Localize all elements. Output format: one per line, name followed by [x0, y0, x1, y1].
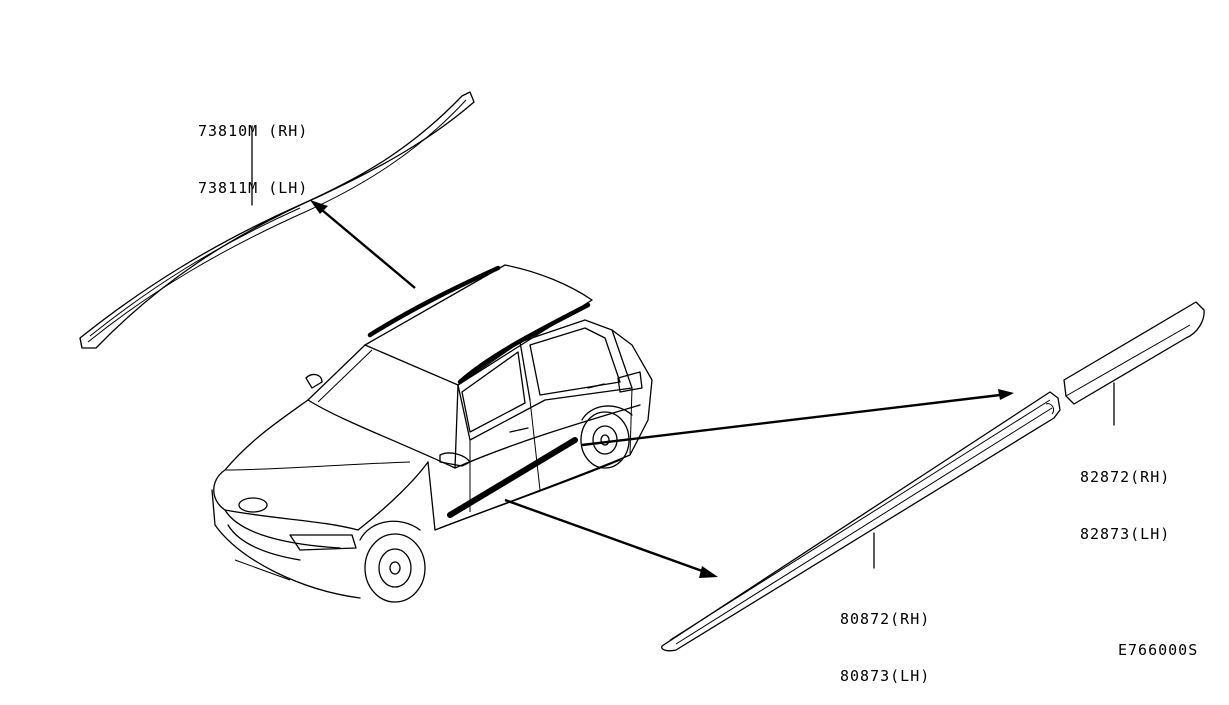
- drawing-code: E766000S: [1118, 641, 1199, 659]
- sill-molding-label-lh: 80873(LH): [840, 667, 931, 685]
- car-body: [211, 264, 653, 603]
- arrow-roof: [310, 200, 416, 289]
- door-molding-part-label: 82872(RH) 82873(LH): [1080, 430, 1170, 563]
- door-molding-label-rh: 82872(RH): [1080, 468, 1171, 486]
- roof-molding-highlight-rear: [457, 302, 591, 385]
- sill-molding-label-rh: 80872(RH): [840, 610, 931, 628]
- roof-rail-label-lh: 73811M (LH): [198, 179, 309, 197]
- parts-diagram: 73810M (RH) 73811M (LH) 82872(RH) 82873(…: [79, 84, 1205, 685]
- roof-rail-part-label: 73810M (RH) 73811M (LH): [198, 84, 308, 217]
- roof-rail-molding-part: [79, 91, 475, 349]
- door-molding-part: [1063, 301, 1205, 405]
- arrow-door: [581, 389, 1014, 447]
- roof-rail-label-rh: 73810M (RH): [198, 122, 309, 140]
- diagram-drawing: [79, 91, 1205, 652]
- sill-molding-highlight: [447, 437, 578, 518]
- roof-molding-highlight: [367, 265, 501, 338]
- sill-molding-part: [661, 391, 1061, 652]
- door-molding-label-lh: 82873(LH): [1080, 525, 1171, 543]
- sill-molding-part-label: 80872(RH) 80873(LH): [840, 572, 930, 705]
- arrow-sill: [504, 498, 718, 578]
